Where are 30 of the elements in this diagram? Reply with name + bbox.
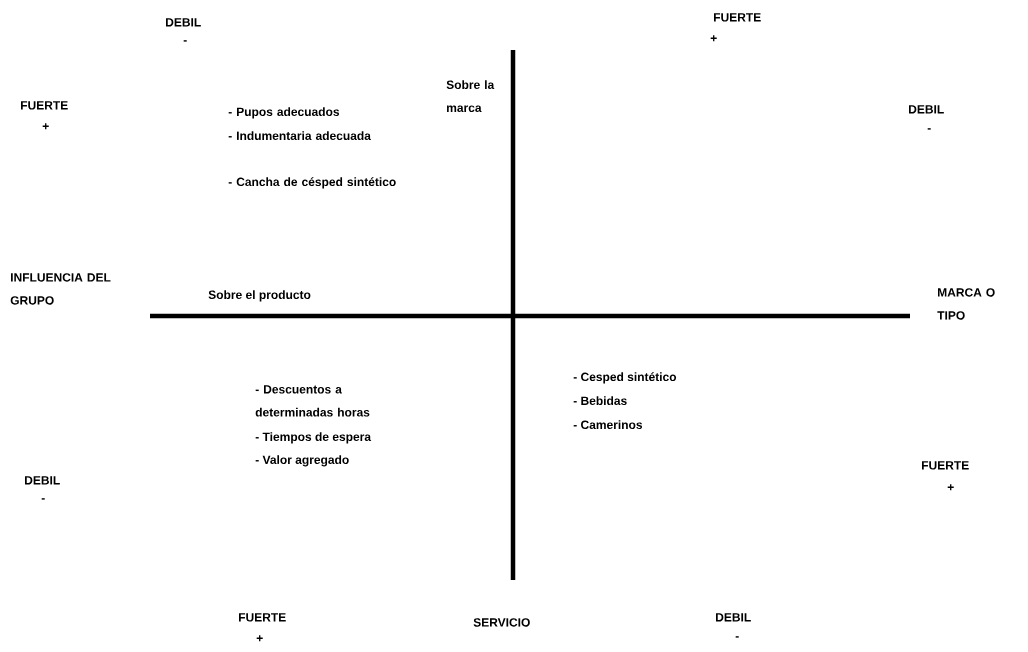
strength-label: FUERTE	[714, 13, 761, 22]
sign-symbol: +	[42, 123, 49, 130]
list-item: - Descuentos a determinadas horas	[255, 385, 370, 417]
strength-label: FUERTE	[21, 101, 68, 110]
strength-label: DEBIL	[25, 476, 60, 485]
axis-caption: Sobre la marca	[446, 80, 495, 112]
list-item: - Pupos adecuados	[228, 107, 340, 119]
strength-label: DEBIL	[166, 18, 201, 27]
list-item: - Indumentaria adecuada	[228, 131, 371, 140]
sign-symbol: -	[183, 40, 187, 42]
axis-caption: Sobre el producto	[208, 290, 311, 302]
list-item: - Cancha de césped sintético	[228, 177, 396, 189]
strength-label: FUERTE	[922, 461, 969, 470]
axis-label: INFLUENCIA DEL GRUPO	[10, 273, 111, 305]
list-item: - Bebidas	[573, 396, 627, 405]
sign-symbol: +	[256, 635, 263, 642]
sign-symbol: +	[947, 484, 954, 491]
list-item: - Cesped sintético	[573, 372, 677, 384]
list-item: - Camerinos	[573, 420, 643, 429]
list-item: - Tiempos de espera	[255, 432, 372, 444]
axis-label: SERVICIO	[473, 618, 530, 627]
strength-label: FUERTE	[239, 613, 286, 622]
strength-label: DEBIL	[909, 105, 944, 114]
list-item: - Valor agregado	[255, 455, 349, 467]
sign-symbol: +	[710, 35, 717, 42]
axis-label: MARCA O TIPO	[937, 288, 995, 320]
sign-symbol: -	[927, 128, 931, 130]
sign-symbol: -	[41, 498, 45, 500]
sign-symbol: -	[735, 636, 739, 638]
strength-label: DEBIL	[716, 613, 751, 622]
